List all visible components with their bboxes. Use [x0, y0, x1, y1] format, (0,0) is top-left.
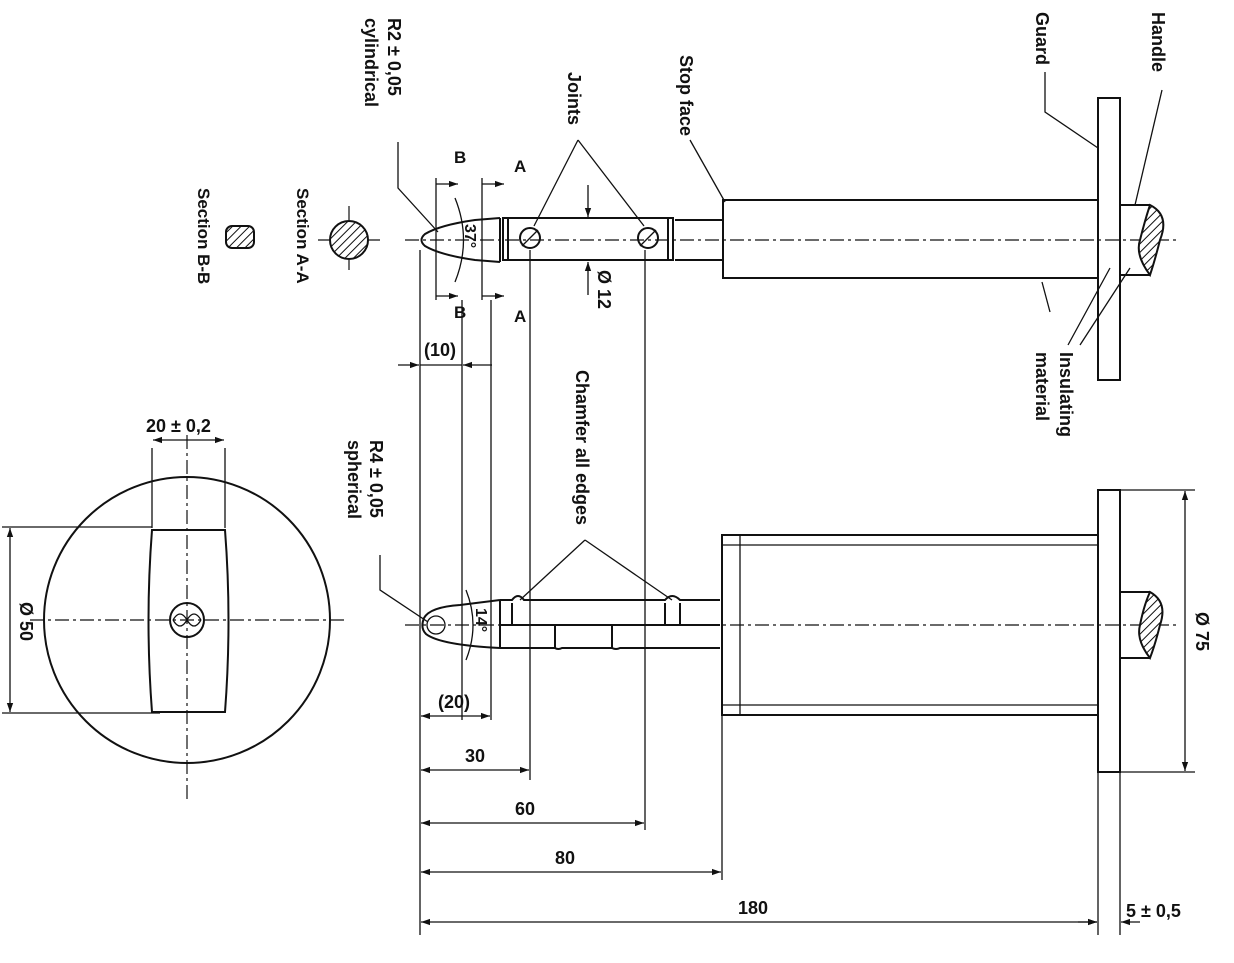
joint-1 — [519, 227, 541, 249]
r2-label: R2 ± 0,05 — [384, 18, 404, 96]
width-20-label: 20 ± 0,2 — [146, 416, 211, 436]
dim-5-label: 5 ± 0,5 — [1126, 901, 1181, 921]
diameter-50-label: Ø 50 — [16, 602, 36, 641]
r4-label: R4 ± 0,05 — [366, 440, 386, 518]
dim-20-label: (20) — [438, 692, 470, 712]
dim-180-label: 180 — [738, 898, 768, 918]
dim-60-label: 60 — [515, 799, 535, 819]
material-label: material — [1032, 352, 1052, 421]
insulating-label: Insulating — [1056, 352, 1076, 437]
dimensions: (10) (20) 30 60 80 180 5 ± 0,5 Ø 75 20 ±… — [2, 250, 1212, 935]
bottom-view: 14° — [405, 489, 1180, 773]
guard-label: Guard — [1032, 12, 1052, 65]
stop-face-label: Stop face — [676, 55, 696, 136]
stop-face-body — [722, 199, 1099, 279]
angle-14-label: 14° — [472, 608, 489, 632]
section-aa-label: Section A-A — [293, 188, 312, 284]
joints-label: Joints — [564, 72, 584, 125]
section-a-marker-bottom: A — [514, 307, 526, 326]
chamfer-label: Chamfer all edges — [572, 370, 592, 525]
diameter-75-label: Ø 75 — [1192, 612, 1212, 651]
bottom-callouts: R4 ± 0,05 spherical Chamfer all edges — [344, 370, 673, 623]
top-view: B B A A 37° Ø 12 — [405, 97, 1180, 381]
top-callouts: Handle Guard Stop face Joints R2 ± 0,05 … — [361, 12, 1168, 437]
section-bb: Section B-B — [194, 188, 255, 284]
joint-2 — [637, 227, 659, 249]
end-view — [30, 435, 345, 800]
cylindrical-label: cylindrical — [361, 18, 381, 107]
guard-plate — [1097, 97, 1121, 381]
section-a-marker-top: A — [514, 157, 526, 176]
dim-10-label: (10) — [424, 340, 456, 360]
diameter-12-label: Ø 12 — [594, 270, 614, 309]
angle-37-label: 37° — [461, 224, 478, 248]
spherical-label: spherical — [344, 440, 364, 519]
section-b-marker-bottom: B — [454, 303, 466, 322]
section-bb-label: Section B-B — [194, 188, 213, 284]
handle-label: Handle — [1148, 12, 1168, 72]
section-b-marker-top: B — [454, 148, 466, 167]
dim-30-label: 30 — [465, 746, 485, 766]
dim-80-label: 80 — [555, 848, 575, 868]
section-aa: Section A-A — [293, 188, 380, 284]
